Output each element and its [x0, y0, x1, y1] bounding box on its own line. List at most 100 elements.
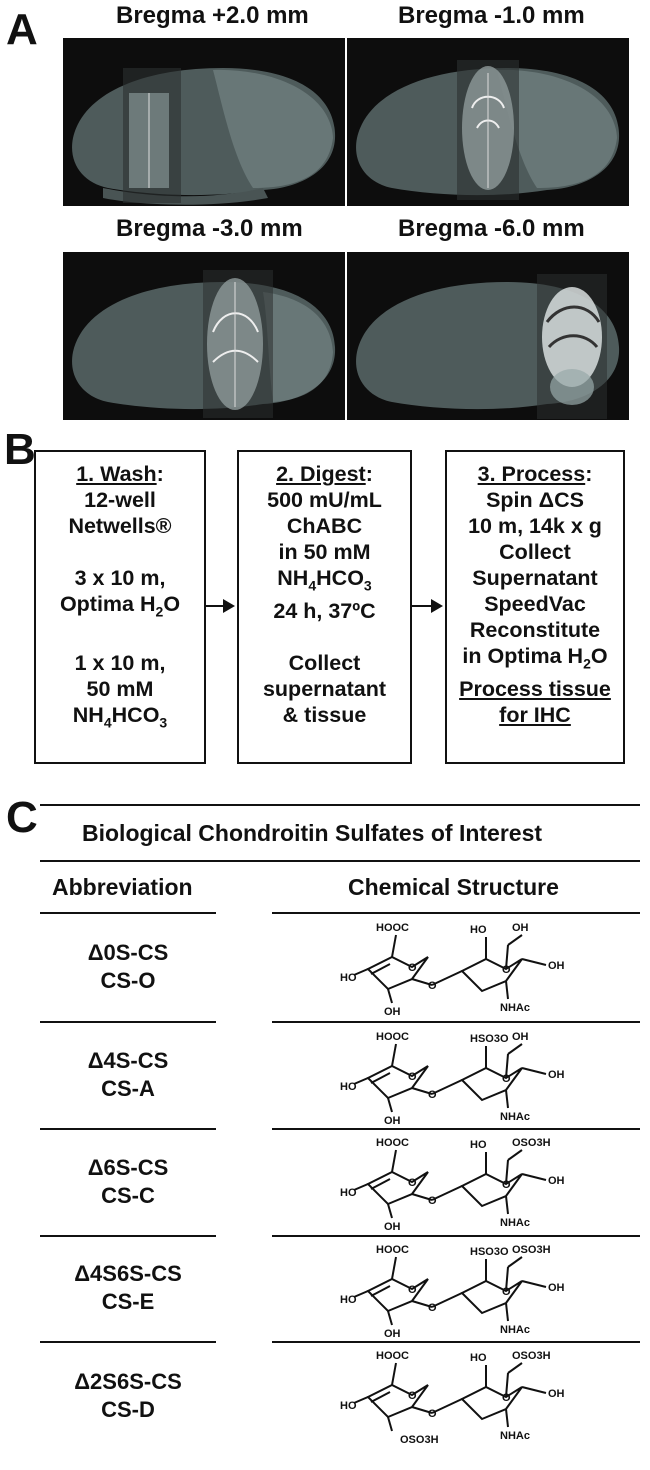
row-separator — [40, 1341, 216, 1343]
cs-abbreviation: Δ6S-CS — [87, 1154, 169, 1180]
cs-abbreviation-cell: Δ2S6S-CS CS-D — [38, 1368, 218, 1424]
ring-oxygen: O — [502, 1179, 511, 1191]
glycosidic-oxygen: O — [428, 1195, 437, 1207]
wash-step-title: 1. Wash — [76, 462, 157, 486]
process-step-box: 3. Process: Spin ΔCS 10 m, 14k x g Colle… — [445, 450, 625, 764]
row-separator — [40, 1128, 216, 1130]
brain-render-image — [63, 252, 345, 420]
cs-name: CS-O — [100, 968, 156, 993]
cs-abbreviation-cell: Δ4S-CS CS-A — [38, 1047, 218, 1103]
row-separator — [40, 1021, 216, 1023]
structure-label: OH — [548, 1069, 565, 1081]
panel-a-letter: A — [6, 5, 38, 54]
step-line: Supernatant — [472, 566, 598, 590]
column-header-abbreviation: Abbreviation — [52, 874, 193, 900]
structure-label: HO — [340, 972, 357, 984]
cs-abbreviation: Δ4S-CS — [87, 1048, 169, 1073]
structure-label: OSO3H — [400, 1434, 439, 1445]
panel-b-letter: B — [4, 425, 36, 474]
step-line: SpeedVac — [484, 592, 586, 616]
glycosidic-oxygen: O — [428, 1302, 437, 1314]
step-line: in 50 mM — [278, 540, 371, 564]
glycosidic-oxygen: O — [428, 980, 437, 992]
step-line: Optima H2O — [59, 592, 181, 620]
step-line: supernatant — [262, 677, 387, 702]
digest-step-title: 2. Digest — [276, 462, 366, 486]
ring-oxygen: O — [408, 962, 417, 974]
cs-name: CS-D — [101, 1397, 155, 1422]
ring-oxygen: O — [408, 1284, 417, 1296]
structure-label: OSO3H — [512, 1137, 551, 1149]
structure-label: OH — [384, 1221, 401, 1232]
column-header-structure: Chemical Structure — [348, 874, 559, 900]
structure-label: OH — [512, 1031, 529, 1043]
glycosidic-oxygen: O — [428, 1408, 437, 1420]
ring-oxygen: O — [502, 964, 511, 976]
structure-label: HOOC — [376, 1350, 409, 1362]
structure-label: OSO3H — [512, 1244, 551, 1256]
panel-c-letter: C — [6, 793, 38, 842]
table-top-rule — [40, 804, 640, 806]
structure-label: NHAc — [500, 1217, 530, 1229]
structure-label: NHAc — [500, 1430, 530, 1442]
bregma-label: Bregma -6.0 mm — [398, 215, 585, 242]
row-separator — [272, 1341, 640, 1343]
structure-label: HO — [340, 1081, 357, 1093]
step-line: 3 x 10 m, — [74, 566, 166, 590]
structure-label: NHAc — [500, 1002, 530, 1014]
table-title-rule — [40, 860, 640, 862]
bregma-label: Bregma -1.0 mm — [398, 2, 585, 29]
structure-label: OH — [384, 1328, 401, 1339]
bregma-label: Bregma -3.0 mm — [116, 215, 303, 242]
structure-label: HO — [340, 1400, 357, 1412]
structure-label: OH — [548, 1282, 565, 1294]
brain-render-image — [347, 38, 629, 206]
table-title: Biological Chondroitin Sulfates of Inter… — [82, 820, 543, 846]
structure-label: OH — [512, 922, 529, 934]
step-line: 500 mU/mL — [267, 488, 382, 512]
flow-arrow — [411, 599, 443, 613]
structure-label: HSO3O — [470, 1246, 509, 1258]
bregma-label: Bregma +2.0 mm — [116, 2, 309, 29]
structure-label: OSO3H — [512, 1350, 551, 1362]
step-line: 12-well — [84, 488, 156, 512]
structure-label: NHAc — [500, 1111, 530, 1123]
cs-abbreviation: Δ0S-CS — [87, 940, 169, 965]
step-line: for IHC — [499, 703, 571, 728]
structure-label: OH — [548, 1388, 565, 1400]
step-line: in Optima H2O — [462, 644, 608, 672]
row-separator — [272, 1021, 640, 1023]
structure-label: HO — [340, 1187, 357, 1199]
row-separator — [272, 1235, 640, 1237]
header-rule-right — [272, 912, 640, 914]
step-line: 24 h, 37ºC — [273, 599, 376, 624]
ring-oxygen: O — [408, 1177, 417, 1189]
cs-name: CS-A — [101, 1076, 155, 1101]
row-separator — [272, 1128, 640, 1130]
step-line: NH4HCO3 — [72, 703, 168, 731]
brain-render-image — [347, 252, 629, 420]
structure-label: OH — [548, 1175, 565, 1187]
structure-label: NHAc — [500, 1324, 530, 1336]
cs-abbreviation: Δ2S6S-CS — [74, 1369, 182, 1394]
process-step-title: 3. Process — [477, 462, 586, 486]
ring-oxygen: O — [502, 1286, 511, 1298]
cs-abbreviation: Δ4S6S-CS — [74, 1261, 182, 1286]
row-separator — [40, 1235, 216, 1237]
step-line: Spin ΔCS — [486, 488, 584, 512]
structure-label: HO — [470, 1139, 487, 1151]
structure-label: HOOC — [376, 1031, 409, 1043]
structure-label: HOOC — [376, 922, 409, 934]
ring-oxygen: O — [502, 1073, 511, 1085]
step-line: 50 mM — [86, 677, 154, 702]
ring-oxygen: O — [408, 1390, 417, 1402]
structure-label: HO — [340, 1294, 357, 1306]
step-line: Collect — [288, 651, 361, 676]
structure-label: OH — [384, 1006, 401, 1017]
structure-label: HOOC — [376, 1244, 409, 1256]
